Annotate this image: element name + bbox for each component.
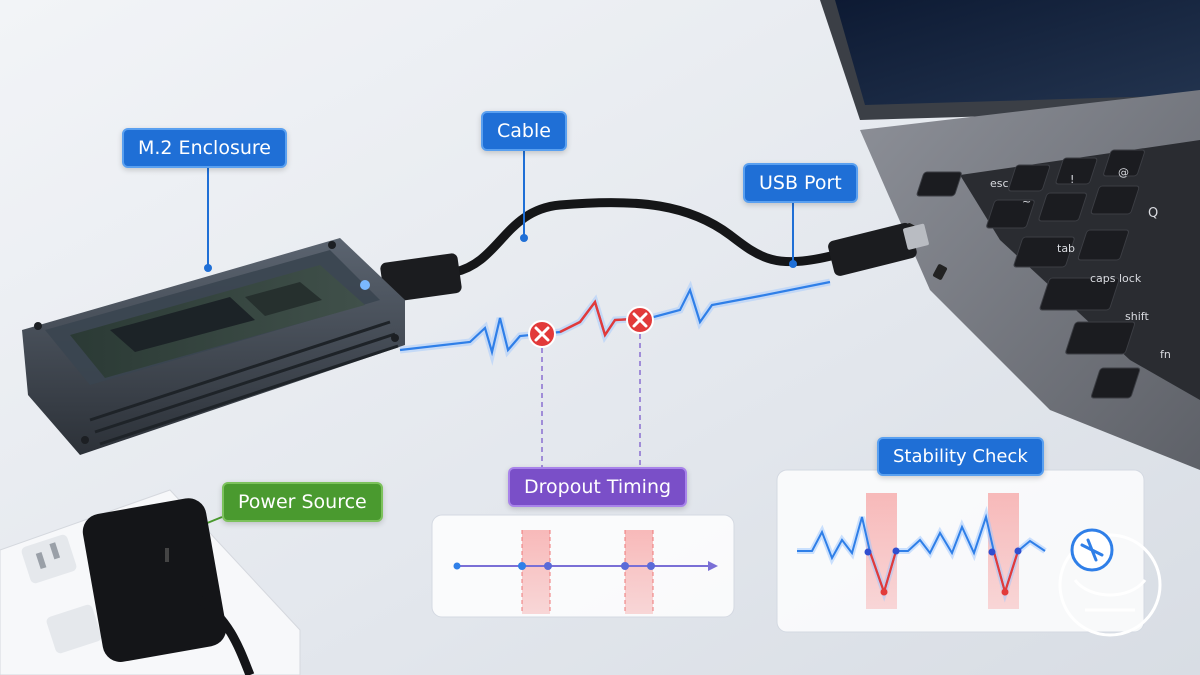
stability-dot-5 (1001, 588, 1009, 596)
status-led (360, 280, 370, 290)
enclosure-screw-3 (81, 436, 89, 444)
dropout-band-2 (625, 530, 653, 614)
m2-enclosure (22, 238, 405, 455)
cable-callout: Cable (481, 111, 567, 151)
ssd-chip (110, 297, 255, 352)
key-one-label: ! (1070, 173, 1074, 186)
timeline-dot-start (453, 562, 461, 570)
key-two-label: @ (1118, 166, 1129, 179)
usb-port-callout: USB Port (743, 163, 858, 203)
enclosure-callout: M.2 Enclosure (122, 128, 287, 168)
stability-dot-4 (988, 548, 996, 556)
error-marker-2 (626, 306, 654, 334)
stability-dot-1 (864, 548, 872, 556)
stability-dot-2 (880, 588, 888, 596)
timeline-dot-1 (518, 562, 526, 570)
enclosure-leader-dot (204, 264, 212, 272)
signal-error-segment (559, 299, 651, 338)
enclosure-screw-2 (328, 241, 336, 249)
laptop-side-port (933, 264, 947, 280)
stability-check-panel (776, 469, 1162, 637)
key-esc-label: esc (990, 177, 1009, 190)
power-source-callout: Power Source (222, 482, 383, 522)
cable-leader-dot (520, 234, 528, 242)
error-marker-1 (528, 320, 556, 348)
cable-plug-enclosure (380, 253, 462, 303)
stability-dot-6 (1014, 547, 1022, 555)
cable-plug-laptop-tip (903, 223, 929, 250)
stability-check-callout: Stability Check (877, 437, 1044, 476)
key-caps-label: caps lock (1090, 272, 1142, 285)
key-q-label: Q (1148, 206, 1158, 221)
cable-plug-laptop (828, 222, 917, 276)
power-adapter (82, 498, 255, 675)
usb-cable (450, 198, 840, 277)
dropout-band-1 (522, 530, 550, 614)
timeline-dot-2 (544, 562, 552, 570)
usb-leader-dot (789, 260, 797, 268)
dropout-timing-callout: Dropout Timing (508, 467, 688, 507)
key-fn-label: fn (1160, 348, 1171, 361)
enclosure-screw-1 (34, 322, 42, 330)
laptop: esc ~ ! @ tab Q caps lock shift fn (820, 0, 1200, 470)
key-tilde-label: ~ (1022, 195, 1031, 208)
connection-status-icon (1058, 528, 1162, 637)
timeline-dot-4 (647, 562, 655, 570)
enclosure-screw-4 (391, 334, 399, 342)
keyboard-keys (916, 149, 1145, 399)
key-shift-label: shift (1125, 310, 1149, 323)
timeline-arrow (708, 561, 718, 571)
timeline-dot-3 (621, 562, 629, 570)
laptop-screen (835, 0, 1200, 105)
dropout-timing-panel (431, 514, 735, 618)
stability-dot-3 (892, 547, 900, 555)
key-tab-label: tab (1057, 242, 1075, 255)
